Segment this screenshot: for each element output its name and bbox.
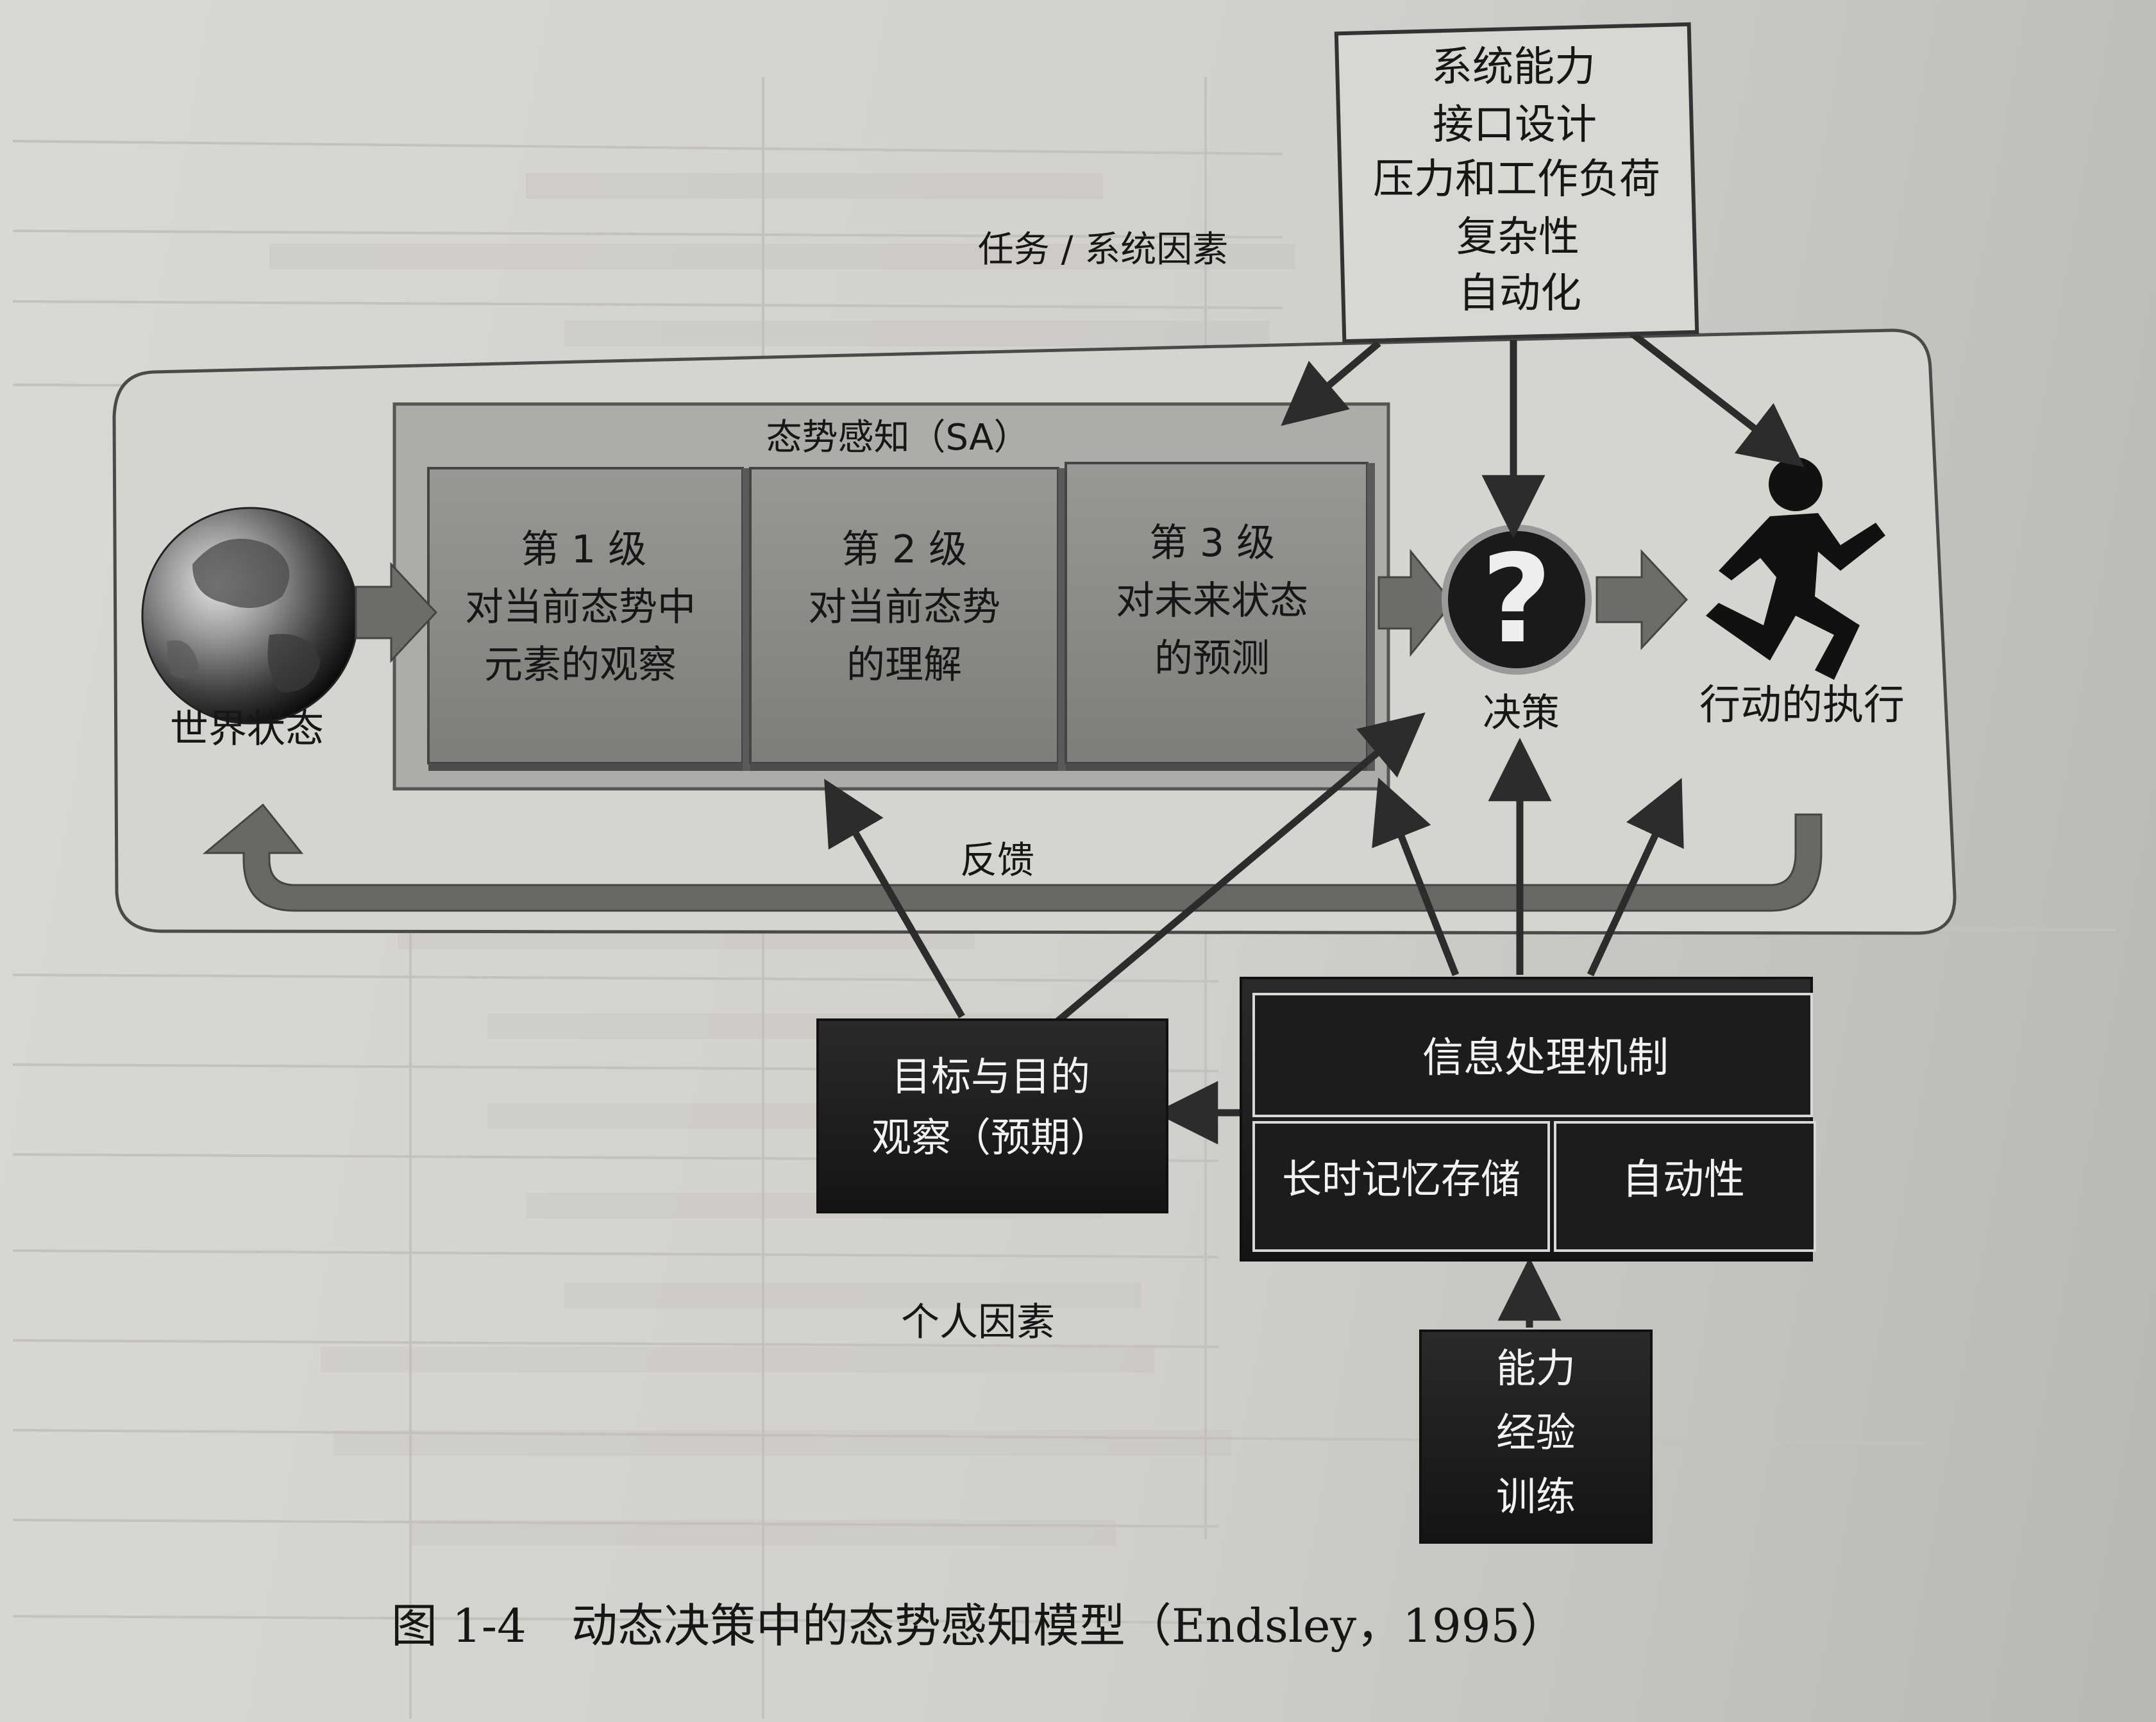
action-label: 行动的执行 — [1699, 682, 1905, 729]
level-1-line-1: 对当前态势中 — [465, 585, 696, 630]
ability-label: 能力 — [1495, 1345, 1576, 1392]
globe-icon — [141, 507, 359, 725]
question-icon: ? — [1442, 525, 1592, 675]
figure-caption-text: 动态决策中的态势感知模型（Endsley，1995） — [571, 1599, 1567, 1653]
sa-title: 态势感知（SA） — [766, 417, 1030, 459]
goals-box — [816, 1018, 1168, 1213]
level-2-line-2: 的理解 — [846, 643, 962, 688]
level-2-heading: 第 2 级 — [841, 527, 968, 572]
individual-factors-box — [1419, 1329, 1653, 1544]
goals-line-1: 目标与目的 — [891, 1053, 1091, 1100]
level-3-line-2: 的预测 — [1154, 636, 1270, 681]
task-factor-item-1: 系统能力 — [1431, 44, 1596, 91]
feedback-label: 反馈 — [959, 838, 1035, 882]
connector-arrows — [824, 330, 1805, 1328]
level-3-line-1: 对未来状态 — [1116, 578, 1308, 623]
automaticity-label: 自动性 — [1622, 1156, 1745, 1204]
task-factors-title: 任务 / 系统因素 — [977, 229, 1229, 271]
running-person-icon — [1706, 457, 1885, 680]
decision-label: 决策 — [1483, 691, 1560, 736]
level-1-heading: 第 1 级 — [520, 527, 647, 572]
individual-factors-title: 个人因素 — [901, 1300, 1055, 1345]
task-factor-item-3: 压力和工作负荷 — [1373, 156, 1660, 203]
info-processing-box — [1240, 977, 1816, 1262]
level-box-2 — [749, 467, 1066, 771]
task-factor-item-5: 自动化 — [1458, 270, 1581, 317]
long-term-memory-label: 长时记忆存储 — [1281, 1156, 1521, 1203]
figure-caption: 图 1-4 动态决策中的态势感知模型（Endsley，1995） — [391, 1597, 1566, 1655]
training-label: 训练 — [1495, 1473, 1576, 1520]
level-box-1 — [427, 467, 750, 771]
flow-arrows — [355, 548, 1689, 663]
level-2-line-1: 对当前态势 — [808, 585, 1000, 630]
experience-label: 经验 — [1495, 1409, 1576, 1456]
level-box-3 — [1065, 462, 1375, 771]
info-processing-title: 信息处理机制 — [1422, 1034, 1669, 1082]
task-factors-box — [1334, 22, 1699, 344]
task-factor-item-2: 接口设计 — [1433, 101, 1597, 149]
task-factor-item-4: 复杂性 — [1456, 214, 1579, 261]
feedback-arrow — [202, 803, 1823, 912]
goals-line-2: 观察（预期） — [871, 1114, 1111, 1161]
figure-number: 图 1-4 — [391, 1599, 526, 1653]
world-state-label: 世界状态 — [170, 707, 324, 752]
level-1-line-2: 元素的观察 — [484, 643, 677, 688]
level-3-heading: 第 3 级 — [1149, 521, 1276, 566]
svg-text:?: ? — [1481, 528, 1552, 670]
